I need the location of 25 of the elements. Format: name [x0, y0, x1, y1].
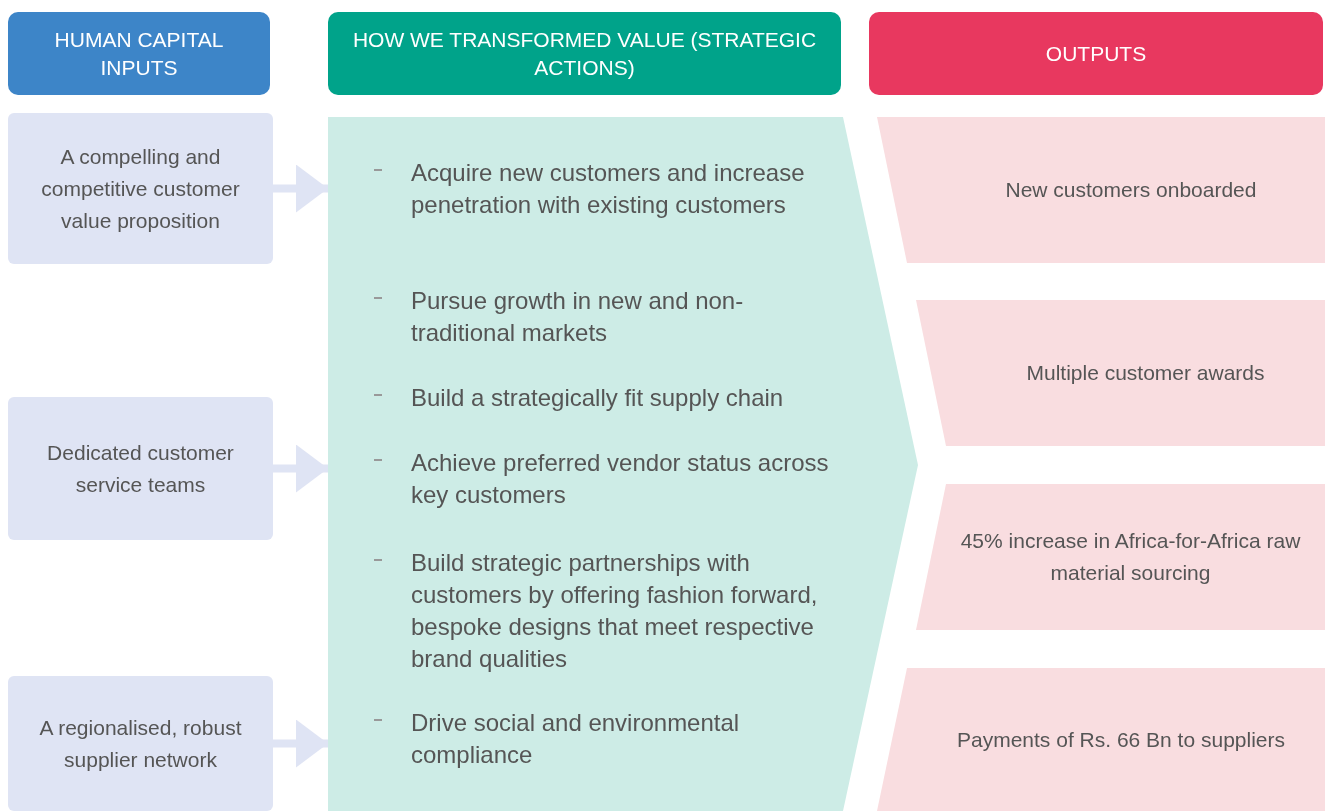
input-card	[8, 676, 273, 811]
arrow	[273, 444, 328, 493]
action-text: Acquire new customers and increase penetration with existing customers	[411, 158, 806, 220]
output-text: New customers onboarded	[1005, 177, 1257, 203]
arrow	[273, 164, 328, 213]
action-text: Pursue growth in new and non-traditional markets	[411, 286, 745, 348]
action-text: Drive social and environmental compliance	[411, 708, 741, 770]
output-text: Payments of Rs. 66 Bn to suppliers	[957, 726, 1285, 753]
output-text: Multiple customer awards	[1026, 360, 1265, 386]
header-text: HUMAN CAPITAL INPUTS	[53, 26, 225, 81]
header-text: OUTPUTS	[1045, 40, 1147, 67]
action-text: Achieve preferred vendor status across key customers	[411, 448, 830, 510]
input-card	[8, 397, 273, 540]
input-text: A compelling and competitive customer value proposition	[40, 143, 241, 234]
action-text: Build a strategically fit supply chain	[411, 383, 785, 413]
arrow	[273, 719, 328, 768]
column-header	[8, 12, 270, 95]
input-text: Dedicated customer service teams	[46, 439, 235, 498]
column-header	[328, 12, 841, 95]
input-text: A regionalised, robust supplier network	[38, 714, 243, 773]
header-text: HOW WE TRANSFORMED VALUE (STRATEGIC ACTIONS)	[351, 26, 818, 81]
action-text: Build strategic partnerships with customers by offering fashion forward, bespoke designs that meet respective brand qualities	[411, 548, 819, 674]
column-header	[869, 12, 1323, 95]
input-card	[8, 113, 273, 264]
output-text: 45% increase in Africa-for-Africa raw material sourcing	[959, 528, 1302, 586]
